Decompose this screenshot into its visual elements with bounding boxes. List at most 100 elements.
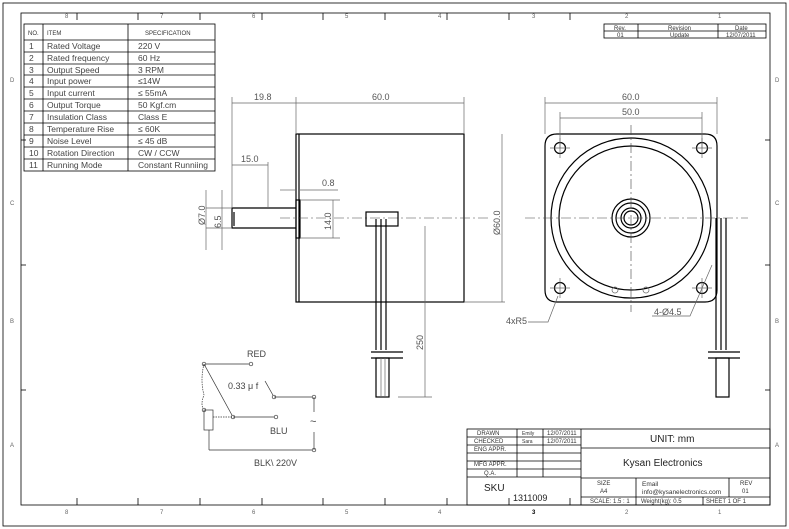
spec-row-no: 9 bbox=[29, 136, 34, 146]
revision-table bbox=[603, 23, 767, 39]
dim-hole-spacing: 50.0 bbox=[622, 107, 640, 117]
zone-col-label: 2 bbox=[625, 14, 629, 20]
spec-row-spec: ≤ 60K bbox=[138, 124, 160, 134]
revision-rev: 01 bbox=[617, 33, 624, 39]
spec-row-item: Rated frequency bbox=[47, 53, 110, 63]
spec-row-spec: Constant Runniing bbox=[138, 160, 208, 170]
spec-row-spec: 220 V bbox=[138, 41, 161, 51]
email-value: info@kysanelectronics.com bbox=[642, 489, 721, 496]
spec-row-spec: 3 RPM bbox=[138, 65, 164, 75]
unit-label: UNIT: mm bbox=[650, 434, 694, 445]
size-label: SIZE bbox=[597, 481, 610, 487]
dim-shaft-length: 15.0 bbox=[241, 154, 259, 164]
dim-boss-dia: 14.0 bbox=[323, 212, 333, 230]
dim-corner-radius: 4xR5 bbox=[506, 316, 527, 326]
dim-body-length: 60.0 bbox=[372, 92, 390, 102]
spec-row-no: 3 bbox=[29, 65, 34, 75]
zone-row-label: D bbox=[775, 78, 780, 84]
spec-header-spec: SPECIFICATION bbox=[145, 31, 191, 37]
sheet-label: SHEET 1 OF 1 bbox=[706, 499, 747, 505]
dim-body-dia: Ø60.0 bbox=[492, 210, 502, 235]
drawn-by: Emily bbox=[522, 431, 535, 437]
spec-row-no: 10 bbox=[29, 148, 39, 158]
zone-col-label: 4 bbox=[438, 510, 442, 516]
weight-label: Weight(kg): 0.5 bbox=[641, 499, 682, 505]
spec-row-spec: Class E bbox=[138, 112, 168, 122]
qa-label: Q.A. bbox=[484, 471, 496, 477]
spec-row-item: Noise Level bbox=[47, 136, 92, 146]
spec-row-item: Running Mode bbox=[47, 160, 103, 170]
spec-row-spec: ≤ 45 dB bbox=[138, 136, 168, 146]
spec-header-item: ITEM bbox=[47, 31, 61, 37]
email-label: Email bbox=[642, 481, 659, 488]
eng-appr-label: ENG APPR. bbox=[474, 447, 507, 453]
zone-col-label: 3 bbox=[532, 14, 536, 20]
zone-col-label: 2 bbox=[625, 510, 629, 516]
zone-col-label: 3 bbox=[532, 510, 536, 516]
ac-symbol: ~ bbox=[310, 416, 316, 428]
checked-by: Sara bbox=[522, 439, 533, 445]
drawn-label: DRAWN bbox=[477, 431, 499, 437]
spec-row-item: Output Speed bbox=[47, 65, 100, 75]
dim-lead-length: 250 bbox=[415, 335, 425, 350]
zone-row-label: A bbox=[775, 443, 779, 449]
dim-hole-dia: 4-Ø4.5 bbox=[654, 307, 682, 317]
front-view bbox=[525, 97, 748, 398]
spec-row-item: Rated Voltage bbox=[47, 41, 101, 51]
sku-label: SKU bbox=[484, 483, 505, 494]
spec-header-no: NO. bbox=[28, 31, 39, 37]
dim-shaft-offset: 19.8 bbox=[254, 92, 272, 102]
spec-row-no: 11 bbox=[29, 160, 38, 170]
spec-row-spec: 50 Kgf.cm bbox=[138, 100, 176, 110]
spec-row-no: 1 bbox=[29, 41, 34, 51]
zone-row-label: A bbox=[10, 443, 14, 449]
zone-col-label: 5 bbox=[345, 14, 349, 20]
zone-col-label: 8 bbox=[65, 14, 69, 20]
zone-ticks bbox=[21, 13, 770, 505]
zone-col-label: 8 bbox=[65, 510, 69, 516]
scale-label: SCALE: 1.5 : 1 bbox=[590, 499, 630, 505]
zone-col-label: 7 bbox=[160, 14, 164, 20]
revision-date: 12/07/2011 bbox=[726, 33, 756, 39]
rev-label: REV bbox=[740, 481, 752, 487]
revision-header-rev: Rev. bbox=[614, 26, 626, 32]
zone-col-label: 5 bbox=[345, 510, 349, 516]
dim-shaft-flat: 6.5 bbox=[213, 215, 223, 228]
checked-date: 12/07/2011 bbox=[547, 439, 577, 445]
spec-row-no: 4 bbox=[29, 76, 34, 86]
side-view bbox=[205, 97, 505, 398]
revision-header-date: Date bbox=[735, 26, 748, 32]
dim-flange-thickness: 0.8 bbox=[322, 178, 335, 188]
zone-row-label: D bbox=[10, 78, 15, 84]
spec-row-no: 8 bbox=[29, 124, 34, 134]
zone-row-label: B bbox=[775, 319, 779, 325]
revision-header-revision: Revision bbox=[668, 26, 691, 32]
zone-col-label: 7 bbox=[160, 510, 164, 516]
spec-row-no: 5 bbox=[29, 88, 34, 98]
wire-blk-label: BLK\ 220V bbox=[254, 458, 297, 468]
dim-shaft-dia: Ø7.0 bbox=[197, 205, 207, 225]
inner-border bbox=[20, 12, 771, 506]
zone-col-label: 6 bbox=[252, 14, 256, 20]
zone-row-label: B bbox=[10, 319, 14, 325]
wire-blu-label: BLU bbox=[270, 426, 288, 436]
title-block bbox=[466, 428, 771, 506]
spec-row-no: 2 bbox=[29, 53, 34, 63]
zone-col-label: 1 bbox=[718, 510, 722, 516]
size-value: A4 bbox=[600, 489, 608, 495]
zone-row-label: C bbox=[775, 201, 780, 207]
mfg-appr-label: MFG APPR. bbox=[474, 462, 507, 468]
spec-row-item: Temperature Rise bbox=[47, 124, 114, 134]
drawn-date: 12/07/2011 bbox=[547, 431, 577, 437]
spec-row-item: Insulation Class bbox=[47, 112, 107, 122]
wiring-diagram bbox=[201, 361, 317, 453]
spec-row-no: 6 bbox=[29, 100, 34, 110]
spec-row-spec: CW / CCW bbox=[138, 148, 180, 158]
revision-desc: Update bbox=[670, 33, 690, 39]
capacitor-label: 0.33 μ f bbox=[228, 381, 259, 391]
spec-row-item: Rotation Direction bbox=[47, 148, 115, 158]
company-name: Kysan Electronics bbox=[623, 458, 702, 469]
